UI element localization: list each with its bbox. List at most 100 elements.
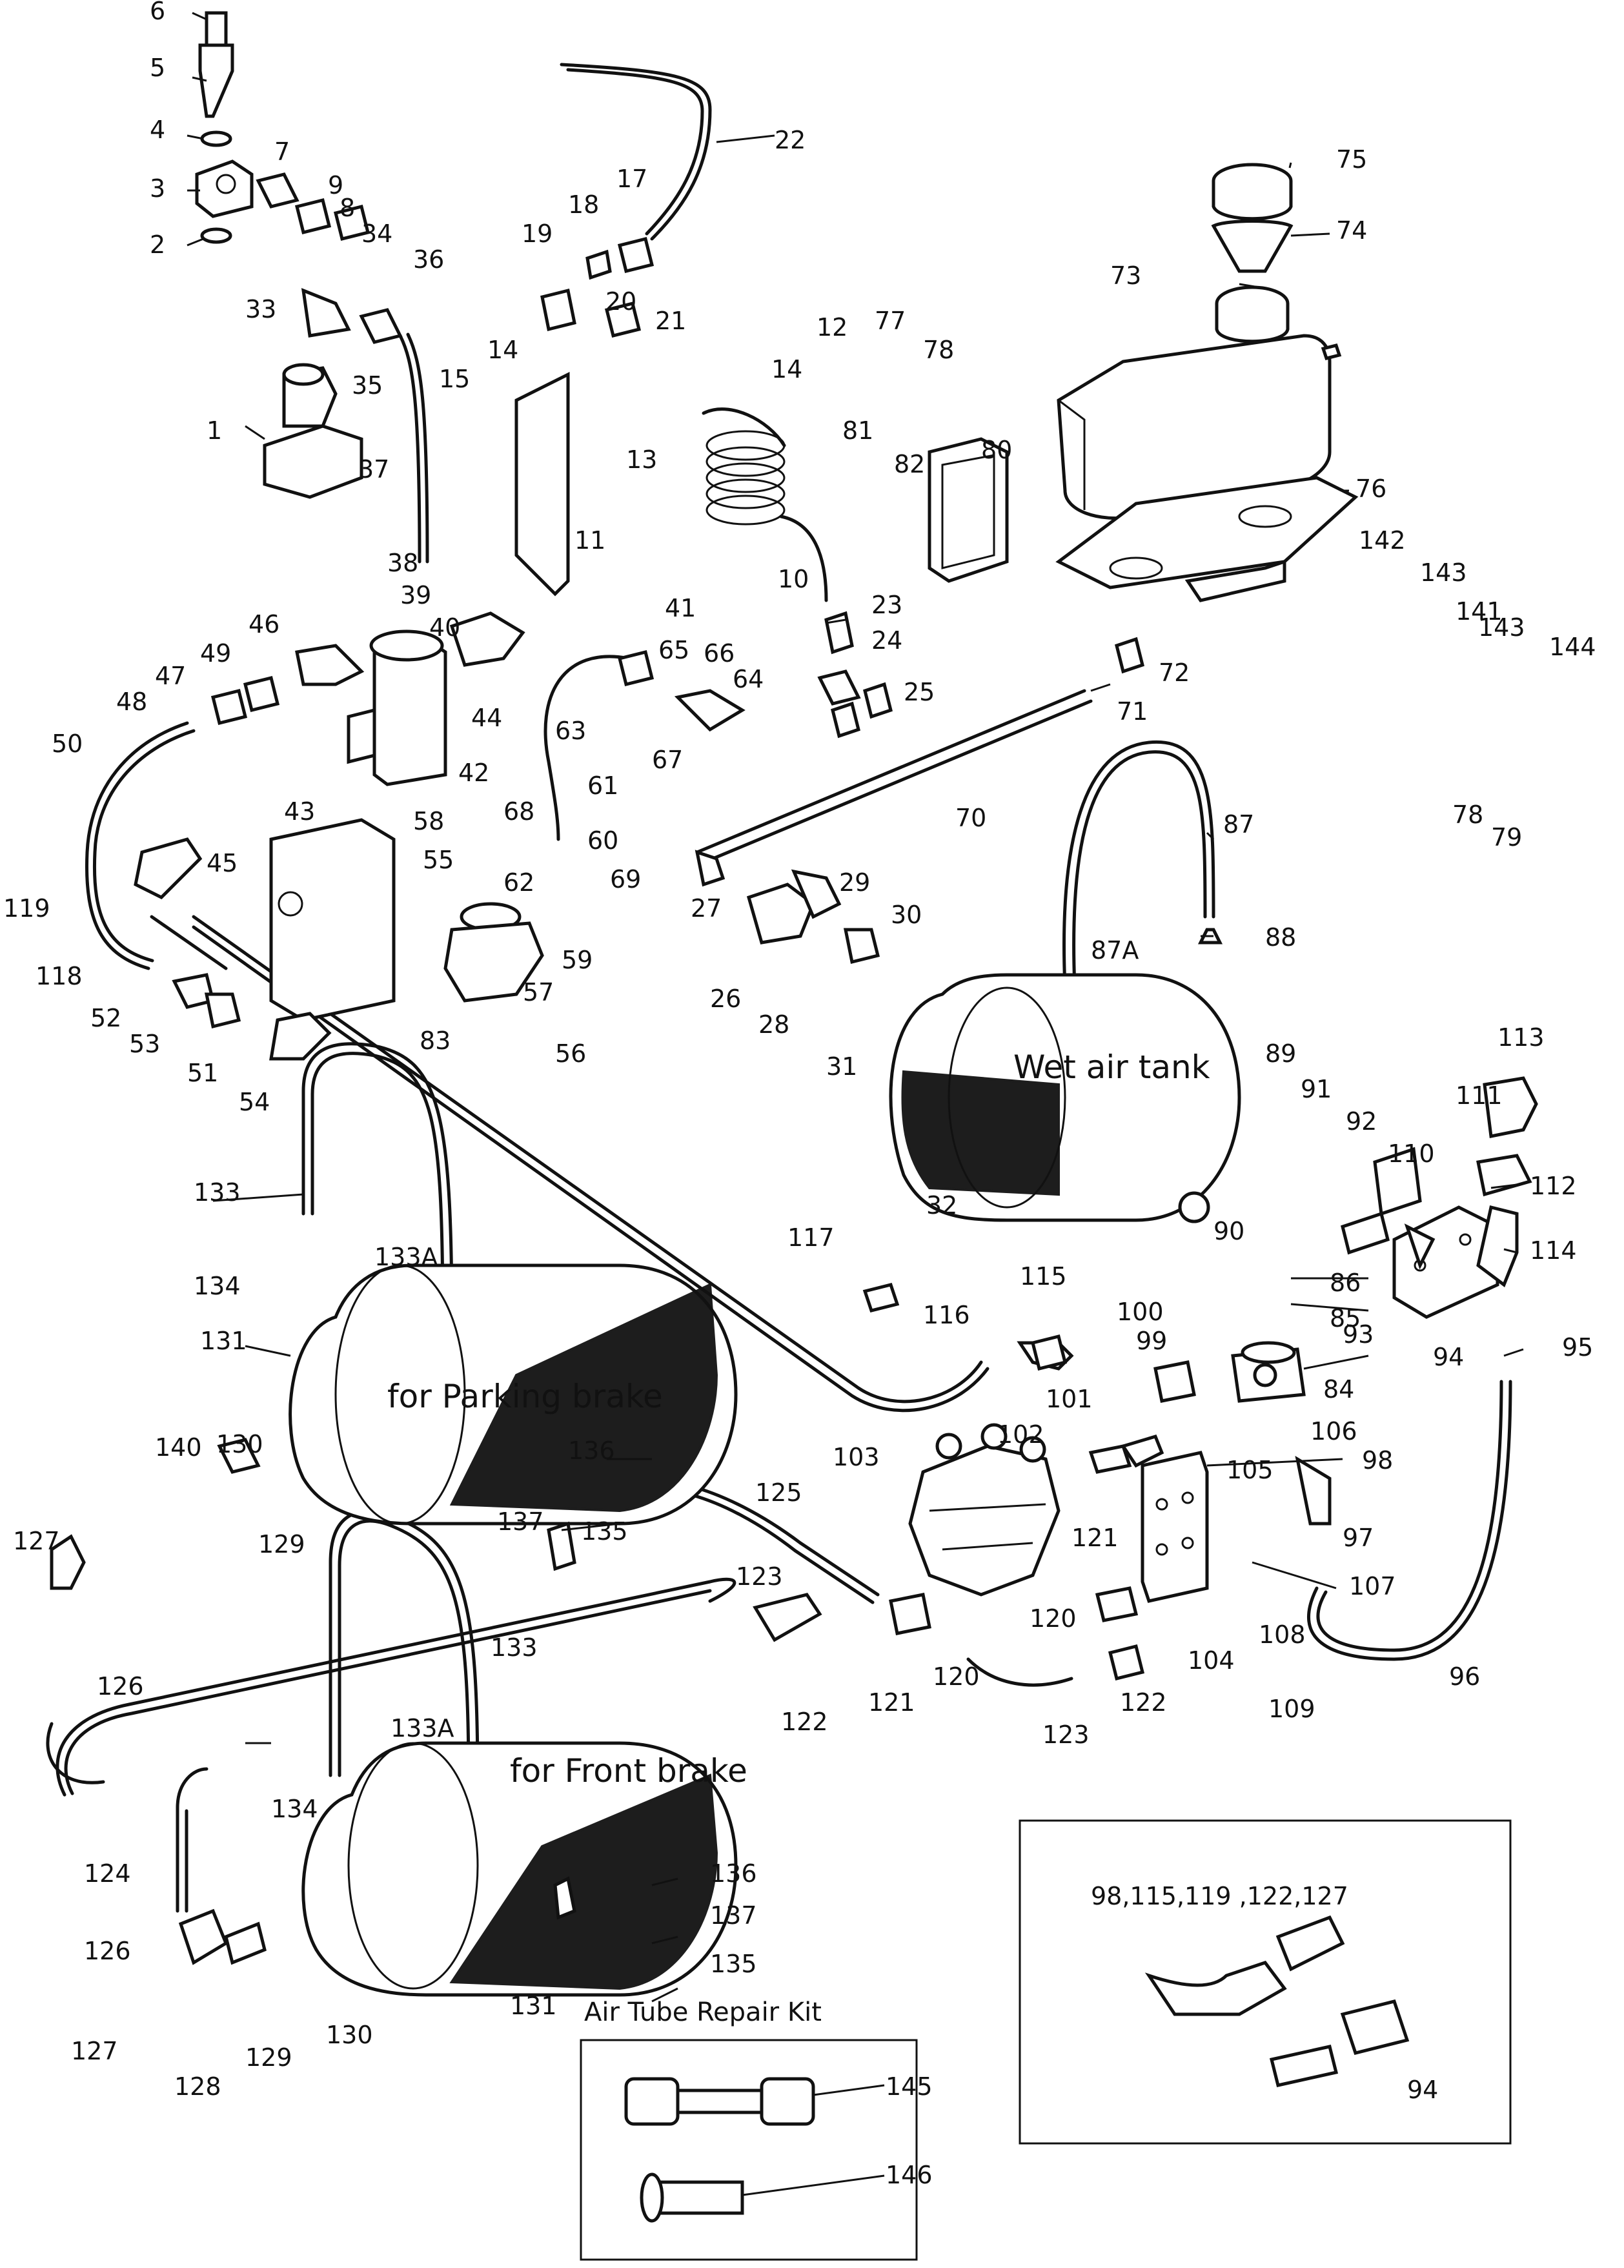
leader-lines [187,12,1524,2003]
fitting-5-6 [198,11,234,244]
callout-25: 25 [904,678,935,706]
callout-3: 3 [150,174,165,203]
callout-134b: 134 [271,1795,318,1823]
callout-48: 48 [116,688,147,716]
callout-7: 7 [274,138,290,166]
callout-numbers: 6 5 4 3 2 1 7 9 8 34 36 33 35 37 22 17 1… [3,0,1596,2101]
callout-137b: 137 [710,1901,757,1930]
callout-107: 107 [1349,1572,1396,1600]
callout-99: 99 [1136,1327,1167,1355]
valve-84 [1231,1341,1306,1403]
callout-143b: 143 [1478,613,1525,642]
callout-133b: 133 [491,1633,538,1662]
callout-144: 144 [1549,633,1596,661]
callout-126a: 126 [97,1672,144,1701]
callout-78b: 78 [1452,801,1483,829]
kit-part-145: 145 [886,2072,933,2101]
callout-77: 77 [875,307,906,335]
air-tubes [46,63,1512,1913]
callout-41: 41 [665,594,696,622]
callout-42: 42 [458,759,489,787]
callout-125: 125 [755,1478,802,1507]
bracket-43 [269,818,396,1022]
callout-43: 43 [284,797,315,826]
callout-46: 46 [249,610,279,639]
callout-120a: 120 [933,1662,980,1691]
bracket-11 [514,371,570,597]
callout-120b: 120 [1030,1604,1077,1633]
callout-89: 89 [1265,1039,1296,1068]
callout-76: 76 [1355,475,1386,503]
callout-93: 93 [1343,1320,1374,1349]
callout-37: 37 [358,455,389,484]
callout-115: 115 [1020,1262,1067,1291]
callout-83: 83 [420,1027,451,1055]
callout-81: 81 [842,416,873,445]
callout-104: 104 [1188,1646,1235,1675]
fitting-3 [195,159,254,218]
callout-121b: 121 [1071,1524,1119,1552]
callout-128: 128 [174,2072,221,2101]
callout-130b: 130 [326,2021,373,2049]
callout-51: 51 [187,1059,218,1087]
callout-13: 13 [626,445,657,474]
callout-113: 113 [1497,1023,1545,1052]
callout-49: 49 [200,639,231,668]
callout-137a: 137 [497,1507,544,1536]
parking-brake-tank: for Parking brake [289,1263,738,1526]
callout-116: 116 [923,1301,970,1329]
callout-2: 2 [150,230,165,259]
callout-33: 33 [245,295,276,323]
callout-20: 20 [605,287,636,316]
callout-80: 80 [981,436,1012,464]
relay-valve-103 [908,1423,1061,1597]
callout-45: 45 [207,849,238,877]
callout-62: 62 [503,868,534,897]
callout-127b: 127 [71,2037,118,2065]
callout-95: 95 [1562,1333,1593,1362]
callout-11: 11 [574,526,605,555]
callout-8: 8 [340,194,355,222]
callout-21: 21 [655,307,686,335]
callout-105: 105 [1226,1456,1274,1484]
callout-52: 52 [90,1004,121,1032]
callout-112: 112 [1530,1172,1577,1200]
callout-133Aa: 133A [374,1243,438,1271]
callout-110: 110 [1388,1139,1435,1168]
callout-69: 69 [610,865,641,894]
callout-73: 73 [1110,261,1141,290]
callout-85: 85 [1330,1304,1361,1333]
callout-126b: 126 [84,1937,131,1965]
callout-75: 75 [1336,145,1367,174]
callout-96: 96 [1449,1662,1480,1691]
callout-122b: 122 [1120,1688,1167,1717]
callout-47: 47 [155,662,186,690]
callout-68: 68 [503,797,534,826]
callout-4: 4 [150,116,165,144]
callout-71: 71 [1117,697,1148,726]
callout-67: 67 [652,746,683,774]
callout-86: 86 [1330,1269,1361,1297]
callout-72: 72 [1159,659,1190,687]
callout-9: 9 [328,171,343,199]
callout-127a: 127 [13,1527,60,1555]
callout-44: 44 [471,704,502,732]
callout-14b: 14 [771,355,802,383]
callout-98: 98 [1362,1446,1393,1475]
callout-118: 118 [36,962,83,990]
callout-12: 12 [817,313,848,342]
callout-24: 24 [871,626,902,655]
repair-kit-title: Air Tube Repair Kit [584,1997,822,2027]
bracket-76 [1055,476,1359,602]
callout-121a: 121 [868,1688,915,1717]
callout-136b: 136 [710,1859,757,1888]
callout-134a: 134 [194,1272,241,1300]
callout-114: 114 [1530,1236,1577,1265]
wet-air-tank: Wet air tank [889,973,1241,1223]
callout-117: 117 [787,1223,835,1252]
callout-90: 90 [1213,1217,1244,1245]
callout-35: 35 [352,371,383,400]
inset-94-label: 94 [1407,2076,1438,2104]
callout-129a: 129 [258,1530,305,1558]
